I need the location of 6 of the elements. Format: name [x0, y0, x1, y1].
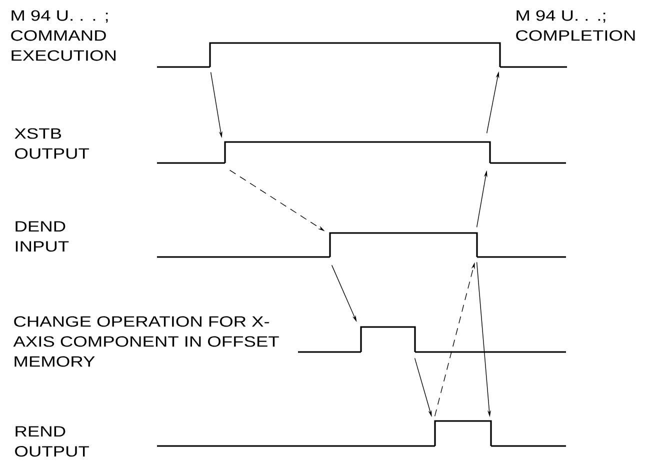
signal-label: CHANGE OPERATION FOR X-AXIS COMPONENT IN OFFSET MEMORY — [13, 316, 279, 367]
signal-label: XSTB OUTPUT — [14, 128, 90, 159]
signal-label: M 94 U. . .; COMPLETION — [516, 10, 635, 41]
signal-label: DEND INPUT — [16, 221, 69, 252]
signal-label: REND OUTPUT — [15, 426, 90, 457]
signal-label: M 94 U. . . ; COMMAND EXECUTION — [11, 10, 116, 61]
